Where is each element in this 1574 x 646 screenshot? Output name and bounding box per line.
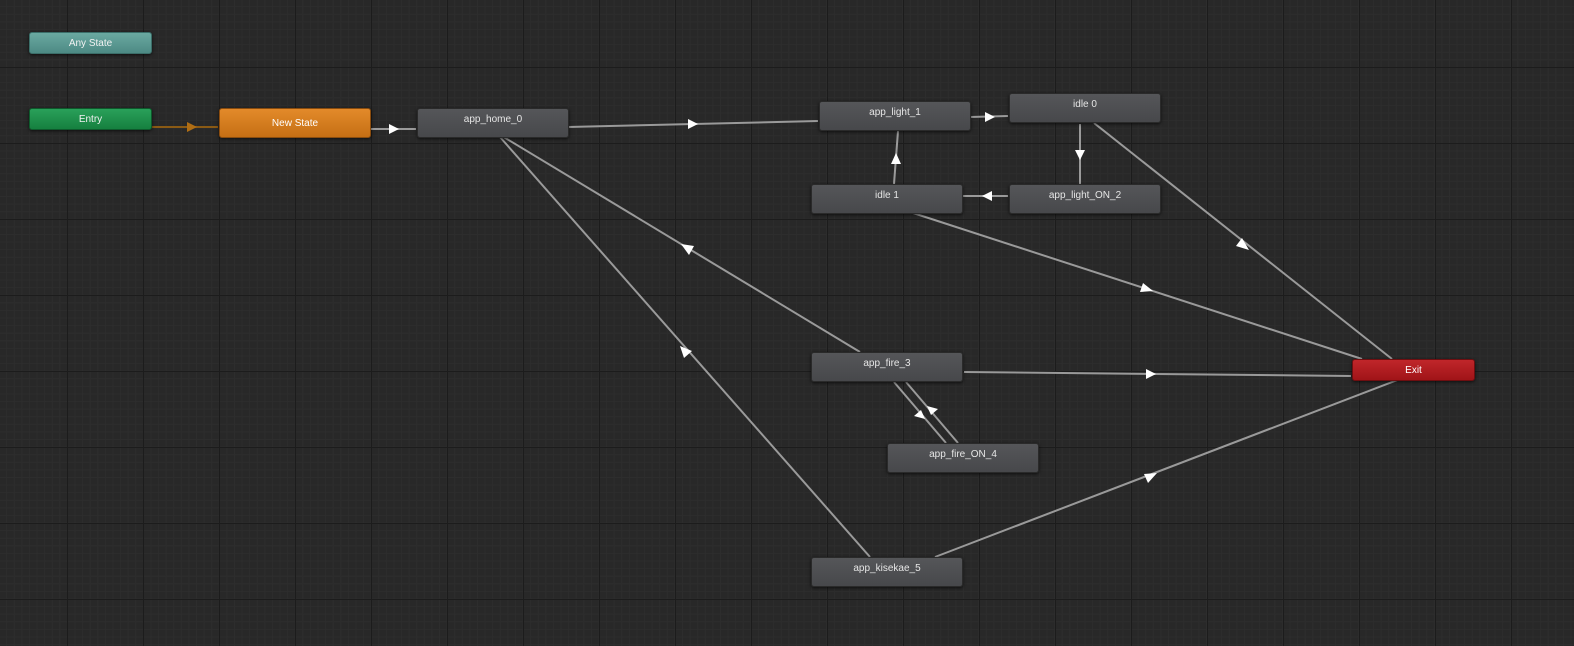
state-node-app-fire-on-4[interactable]: app_fire_ON_4: [887, 443, 1039, 473]
state-node-app-light-on-2[interactable]: app_light_ON_2: [1009, 184, 1161, 214]
arrow-icon: [1075, 150, 1085, 160]
exit-node[interactable]: Exit: [1352, 359, 1475, 381]
arrow-icon: [680, 346, 692, 358]
transition-app-fire-3-to-exit[interactable]: [963, 371, 1352, 377]
arrow-icon: [681, 244, 694, 255]
arrow-icon: [389, 124, 399, 134]
state-node-idle-0[interactable]: idle 0: [1009, 93, 1161, 123]
state-node-app-home-0[interactable]: app_home_0: [417, 108, 569, 138]
default-state-node-new-state[interactable]: New State: [219, 108, 371, 138]
arrow-icon: [1144, 473, 1157, 483]
transition-idle-1-to-exit[interactable]: [909, 211, 1363, 360]
state-node-app-fire-3[interactable]: app_fire_3: [811, 352, 963, 382]
arrow-icon: [927, 406, 938, 415]
state-node-idle-1[interactable]: idle 1: [811, 184, 963, 214]
arrow-icon: [985, 112, 995, 122]
arrow-icon: [1236, 238, 1249, 250]
arrow-icon: [688, 119, 698, 129]
any-state-node[interactable]: Any State: [29, 32, 152, 54]
transition-app-kisekae-5-to-exit[interactable]: [934, 378, 1401, 558]
state-node-app-kisekae-5[interactable]: app_kisekae_5: [811, 557, 963, 587]
arrow-icon: [1140, 283, 1153, 292]
entry-node[interactable]: Entry: [29, 108, 152, 130]
transition-app-kisekae-5-to-app-home-0[interactable]: [499, 136, 871, 558]
arrow-icon: [982, 191, 992, 201]
arrow-icon: [891, 153, 901, 164]
arrow-icon: [187, 122, 197, 132]
arrow-icon: [1146, 369, 1156, 379]
arrow-icon: [914, 410, 925, 419]
state-node-app-light-1[interactable]: app_light_1: [819, 101, 971, 131]
